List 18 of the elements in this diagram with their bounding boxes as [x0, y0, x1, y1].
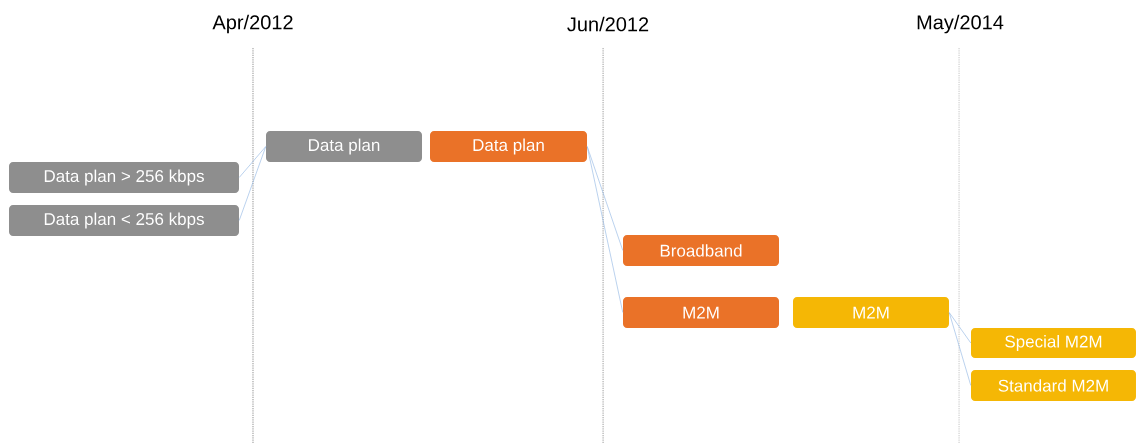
- timeline-box: Data plan > 256 kbps: [9, 162, 239, 193]
- timeline-box: M2M: [793, 297, 949, 328]
- connector-line: [586, 146, 624, 313]
- timeline-box: M2M: [623, 297, 779, 328]
- connector-line: [586, 146, 624, 251]
- timeline-box: Broadband: [623, 235, 779, 266]
- timeline-box: Standard M2M: [971, 370, 1136, 401]
- timeline-box: Special M2M: [971, 328, 1136, 358]
- connector-line: [238, 146, 267, 178]
- date-heading: Jun/2012: [567, 16, 649, 32]
- date-heading: May/2014: [917, 14, 1004, 34]
- connector-line: [948, 312, 972, 386]
- timeline-box: Data plan < 256 kbps: [9, 205, 239, 236]
- connector-line: [948, 312, 972, 344]
- timeline-box: Data plan: [430, 131, 587, 162]
- connector-line: [238, 146, 267, 221]
- timeline-box: Data plan: [266, 131, 422, 162]
- date-heading: Apr/2012: [212, 14, 293, 34]
